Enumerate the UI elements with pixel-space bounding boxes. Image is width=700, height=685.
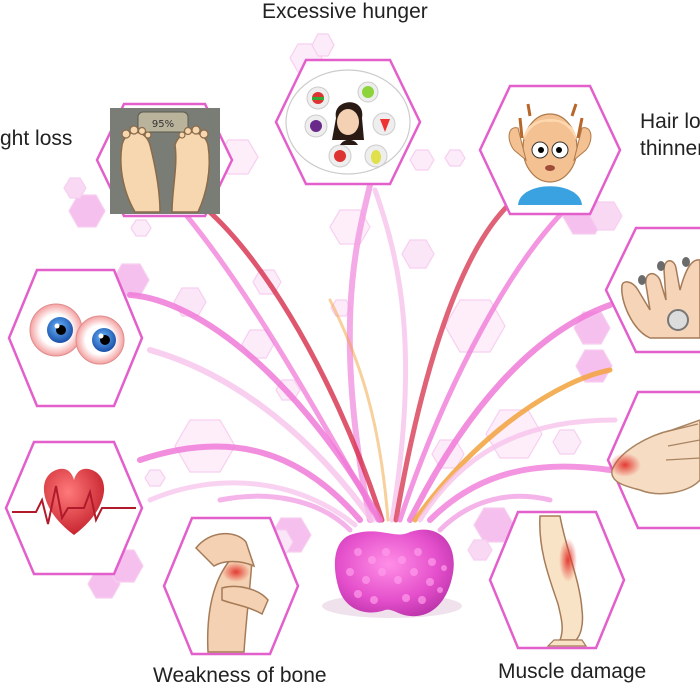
hand-brittle-nails-icon (621, 257, 700, 339)
leg-muscle-pain-icon (539, 515, 588, 647)
knee-pain-icon (195, 532, 269, 653)
heart-pulse-icon (12, 468, 136, 535)
label-muscle-damage: Muscle damage (498, 660, 647, 683)
woman-thinking-food-icon (285, 69, 411, 175)
label-hair-loss-line1: Hair los (640, 110, 700, 133)
radiating-streaks (127, 182, 618, 533)
bulging-eyes-icon (29, 303, 125, 365)
weakness-of-bone-hexagon (162, 516, 300, 656)
muscle-damage-hexagon (488, 510, 626, 650)
label-hair-loss-line2: thinner (640, 137, 700, 160)
weight-loss-hexagon: 95% (95, 102, 234, 218)
label-weight-loss: ght loss (0, 127, 73, 150)
decor-hexagons (63, 33, 623, 599)
heart-hexagon (4, 440, 144, 576)
brittle-nails-hexagon (604, 226, 700, 354)
excessive-hunger-hexagon (274, 58, 422, 186)
label-weakness-of-bone: Weakness of bone (153, 664, 327, 685)
hair-loss-hexagon (478, 84, 622, 216)
scale-reading: 95% (152, 119, 174, 130)
hand-skin-rash-icon (609, 419, 700, 495)
bulging-eyes-hexagon (7, 268, 144, 408)
weighing-scale-feet-icon: 95% (110, 108, 220, 214)
label-excessive-hunger: Excessive hunger (262, 0, 428, 23)
skin-rash-hexagon (606, 390, 700, 530)
thyroid-gland-icon (322, 529, 462, 618)
balding-man-icon (508, 103, 592, 205)
